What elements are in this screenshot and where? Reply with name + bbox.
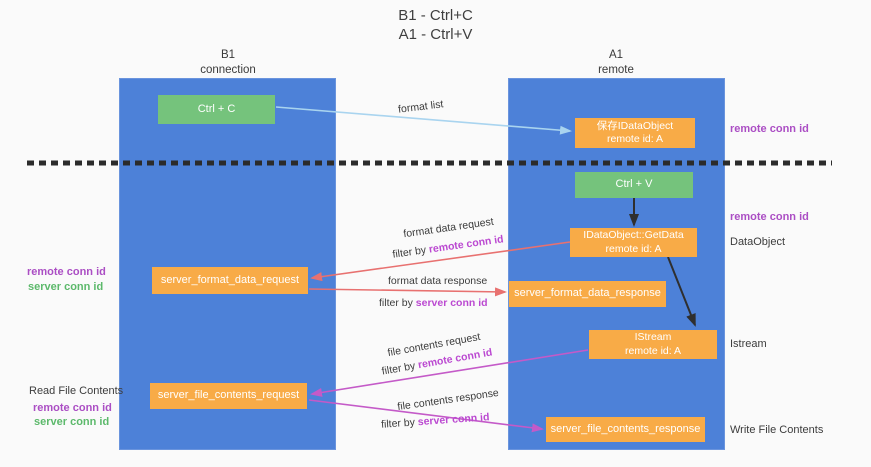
filter-by-text: filter by: [379, 297, 416, 309]
server-conn-id-highlight: server conn id: [417, 411, 490, 429]
node-server-file-contents-request: server_file_contents_request: [150, 383, 307, 409]
annotation-write-file-contents: Write File Contents: [730, 424, 824, 436]
annotation-server-conn-id-left2: server conn id: [34, 416, 110, 428]
label-filter-format-response: filter by server conn id: [379, 297, 488, 309]
node-format-request-label: server_format_data_request: [160, 273, 300, 286]
node-save-idataobject-line1: 保存IDataObject: [596, 119, 674, 132]
lane-header-b1: B1 connection: [120, 48, 336, 78]
node-idataobject-getdata: IDataObject::GetData remote id: A: [570, 228, 697, 257]
filter-by-text: filter by: [380, 359, 420, 378]
lane-b1-sub: connection: [200, 63, 256, 76]
lane-header-a1: A1 remote: [508, 48, 724, 78]
node-istream: IStream remote id: A: [589, 330, 717, 359]
server-conn-id-highlight: server conn id: [415, 297, 488, 309]
node-server-format-data-request: server_format_data_request: [152, 267, 308, 294]
node-format-response-label: server_format_data_response: [514, 287, 661, 300]
lane-a1-name: A1: [608, 49, 624, 61]
label-filter-file-response: filter by server conn id: [381, 411, 490, 431]
filter-by-text: filter by: [380, 416, 419, 431]
lane-a1-sub: remote: [598, 63, 634, 76]
node-ctrl-v-label: Ctrl + V: [615, 178, 653, 191]
node-ctrl-c: Ctrl + C: [158, 95, 275, 124]
annotation-remote-conn-id-left2: remote conn id: [33, 402, 112, 414]
node-server-file-contents-response: server_file_contents_response: [546, 417, 705, 442]
node-istream-line1: IStream: [634, 331, 672, 344]
label-format-list: format list: [397, 98, 445, 116]
node-file-response-label: server_file_contents_response: [550, 422, 701, 435]
diagram-title: B1 - Ctrl+C A1 - Ctrl+V: [0, 7, 871, 45]
title-line-ctrl-v: A1 - Ctrl+V: [398, 25, 473, 43]
label-format-data-response: format data response: [388, 275, 488, 287]
remote-conn-id-highlight: remote conn id: [428, 233, 505, 256]
node-ctrl-c-label: Ctrl + C: [197, 102, 236, 115]
annotation-istream: Istream: [730, 338, 767, 350]
filter-by-text: filter by: [391, 243, 430, 261]
annotation-remote-conn-id-left1: remote conn id: [27, 266, 106, 278]
node-getdata-line1: IDataObject::GetData: [583, 229, 684, 242]
node-file-request-label: server_file_contents_request: [157, 389, 300, 402]
lane-b1-name: B1: [220, 49, 236, 61]
node-getdata-line2: remote id: A: [605, 242, 662, 255]
annotation-dataobject: DataObject: [730, 236, 786, 248]
node-save-idataobject: 保存IDataObject remote id: A: [575, 118, 695, 148]
annotation-server-conn-id-left1: server conn id: [28, 281, 104, 293]
node-save-idataobject-line2: remote id: A: [606, 133, 664, 145]
label-file-contents-response: file contents response: [396, 386, 500, 414]
node-ctrl-v: Ctrl + V: [575, 172, 693, 198]
node-server-format-data-response: server_format_data_response: [509, 281, 666, 307]
title-line-ctrl-c: B1 - Ctrl+C: [398, 7, 473, 24]
arrow-format-data-response: [308, 287, 507, 297]
annotation-remote-conn-id-top: remote conn id: [730, 123, 809, 135]
annotation-read-file-contents: Read File Contents: [29, 385, 124, 397]
node-istream-line2: remote id: A: [624, 344, 682, 357]
annotation-remote-conn-id-mid: remote conn id: [730, 211, 809, 223]
